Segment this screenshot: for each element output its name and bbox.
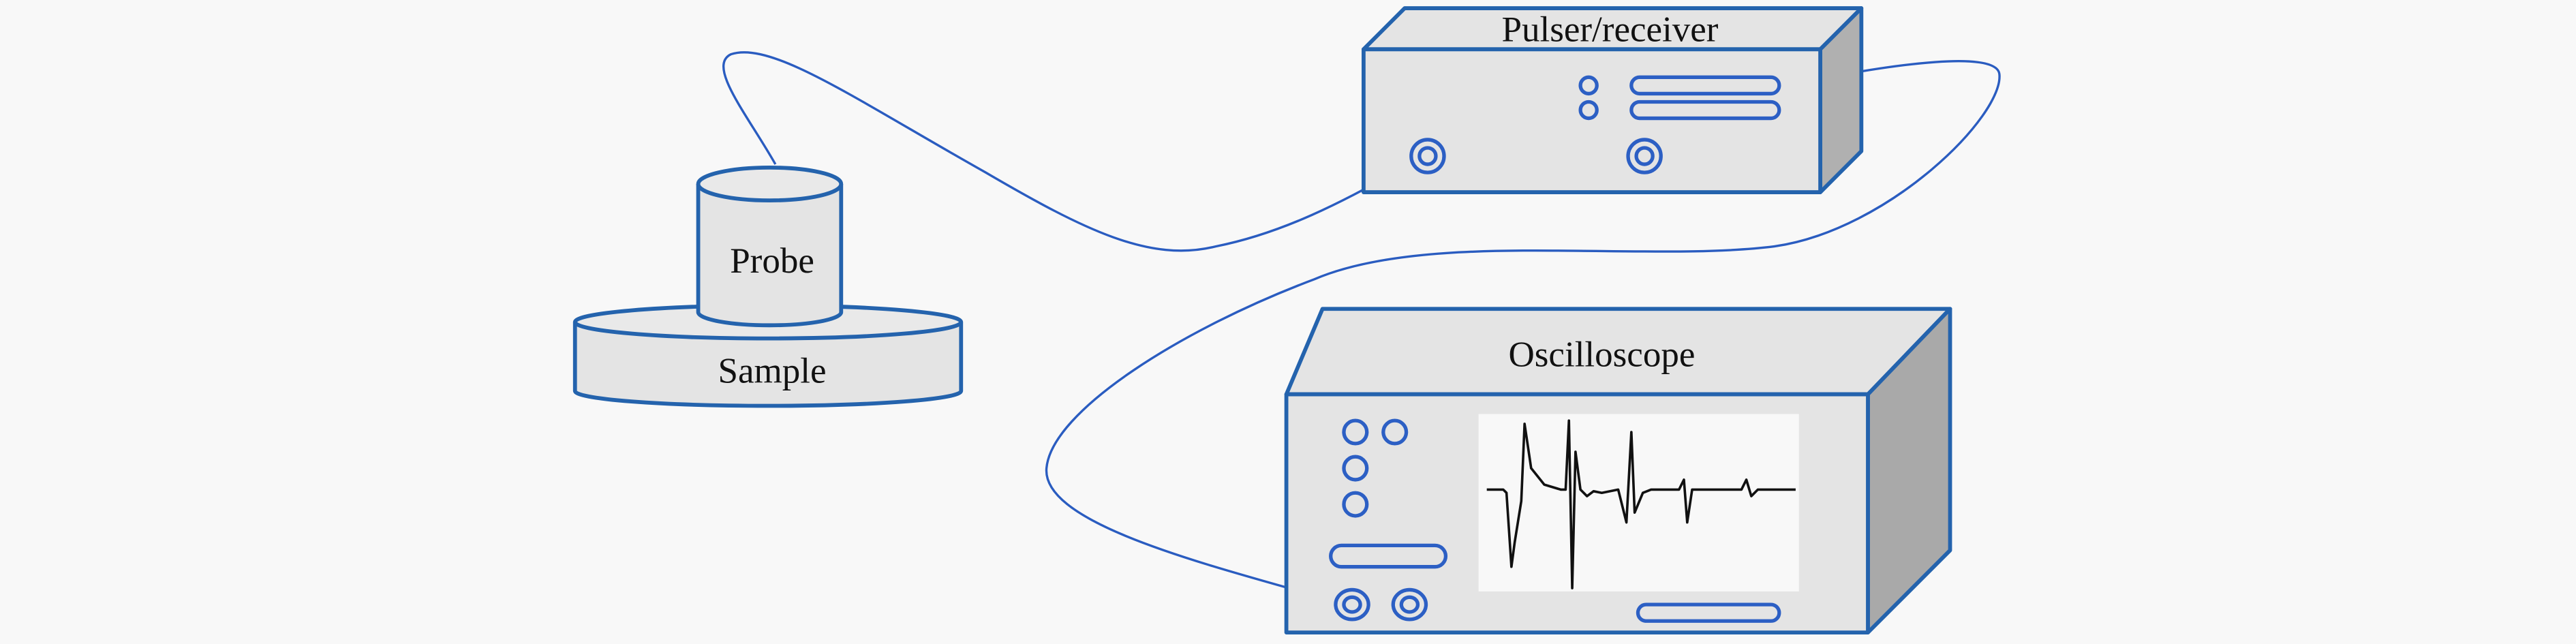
scope-knob-icon: [1381, 418, 1409, 446]
pulser-slot-icon: [1629, 99, 1781, 121]
pulser-receiver-label: Pulser/receiver: [1502, 10, 1719, 49]
pulser-slot-icon: [1629, 75, 1781, 96]
scope-connector-icon: [1334, 587, 1370, 622]
sample-disk: Sample: [572, 303, 964, 408]
pulser-knob-icon: [1578, 75, 1599, 96]
probe-to-pulser-cable: [722, 51, 1424, 252]
scope-knob-icon: [1342, 491, 1369, 518]
pulser-to-oscilloscope-cable: [1045, 60, 2001, 606]
pulser-knob-icon: [1578, 99, 1599, 121]
waveform-trace: [1486, 419, 1796, 589]
scope-slot-icon: [1329, 543, 1448, 569]
scope-knob-icon: [1342, 418, 1369, 446]
probe-label: Probe: [730, 241, 814, 281]
scope-connector-icon: [1391, 587, 1428, 622]
scope-knob-icon: [1342, 455, 1369, 482]
oscilloscope-box: Oscilloscope: [1284, 307, 1952, 635]
sample-label: Sample: [718, 352, 827, 391]
oscilloscope-label: Oscilloscope: [1509, 335, 1696, 375]
probe-cylinder: Probe: [696, 166, 844, 328]
scope-slot-icon: [1636, 602, 1781, 623]
pulser-connector-icon: [1626, 138, 1663, 174]
pulser-receiver-box: Pulser/receiver: [1361, 6, 1864, 194]
pulser-connector-icon: [1409, 138, 1446, 174]
